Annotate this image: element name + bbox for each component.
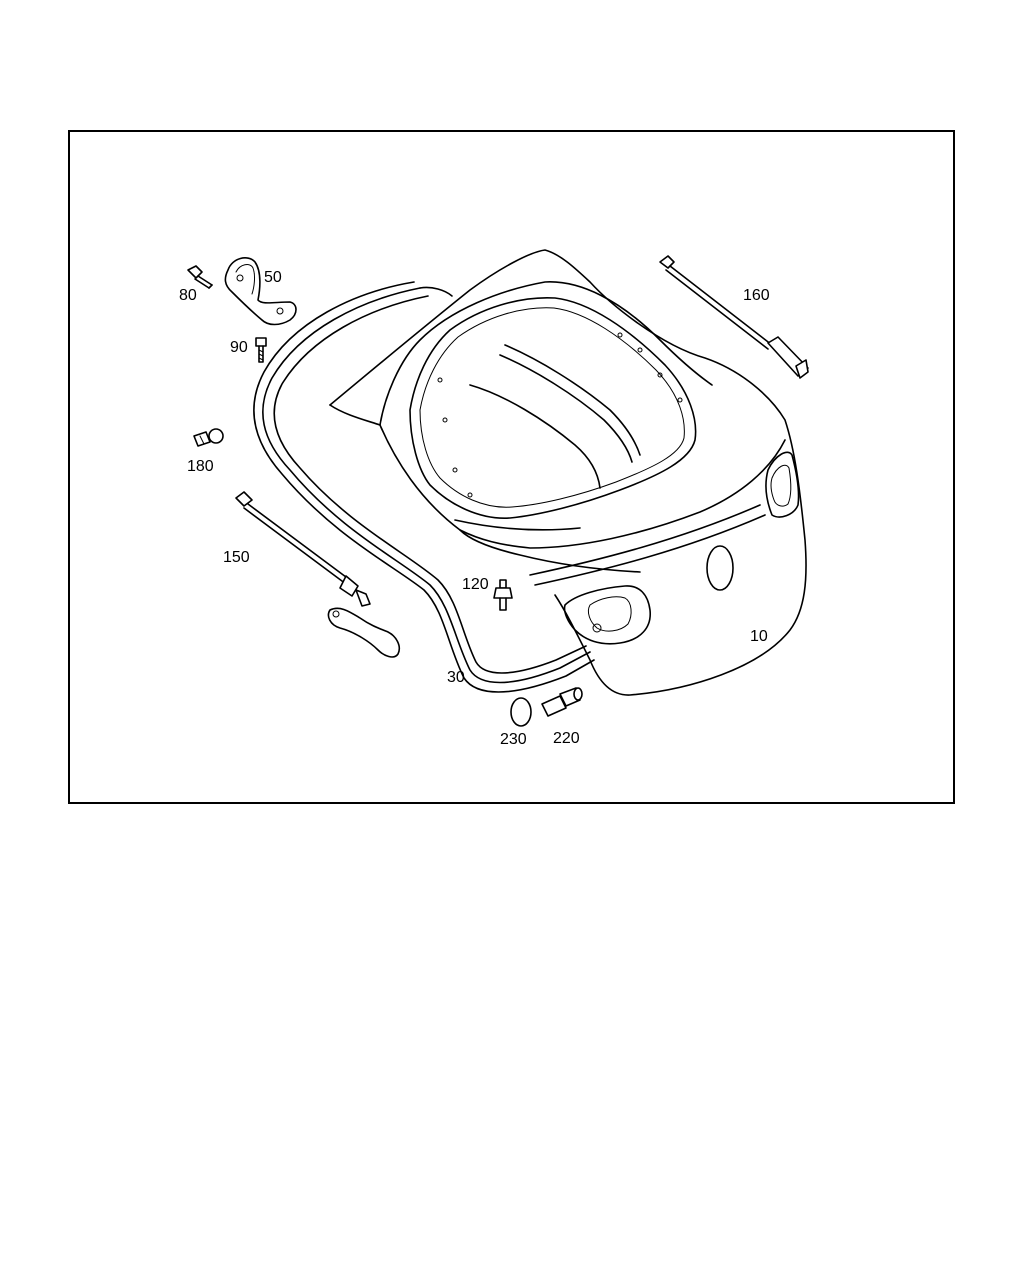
callout-10: 10 xyxy=(750,628,768,645)
callout-150: 150 xyxy=(223,549,250,566)
part-90-screw[interactable] xyxy=(255,337,267,363)
part-50-hinge[interactable] xyxy=(224,257,297,326)
callout-30: 30 xyxy=(447,669,465,686)
callout-230: 230 xyxy=(500,731,527,748)
callout-180: 180 xyxy=(187,458,214,475)
callout-50: 50 xyxy=(264,269,282,286)
part-230-cap[interactable] xyxy=(510,697,532,727)
callout-90: 90 xyxy=(230,339,248,356)
part-180-clip[interactable] xyxy=(193,428,224,447)
emblem-oval xyxy=(706,545,734,591)
part-150-gas-strut[interactable] xyxy=(235,491,401,658)
part-160-gas-strut[interactable] xyxy=(659,255,809,379)
part-10-tailgate[interactable] xyxy=(329,249,807,696)
part-220-stop[interactable] xyxy=(541,687,583,717)
part-30-seal[interactable] xyxy=(253,281,595,693)
callout-160: 160 xyxy=(743,287,770,304)
part-80-bolt[interactable] xyxy=(187,265,213,289)
callout-220: 220 xyxy=(553,730,580,747)
part-120-buffer[interactable] xyxy=(493,579,513,611)
callout-120: 120 xyxy=(462,576,489,593)
callout-80: 80 xyxy=(179,287,197,304)
